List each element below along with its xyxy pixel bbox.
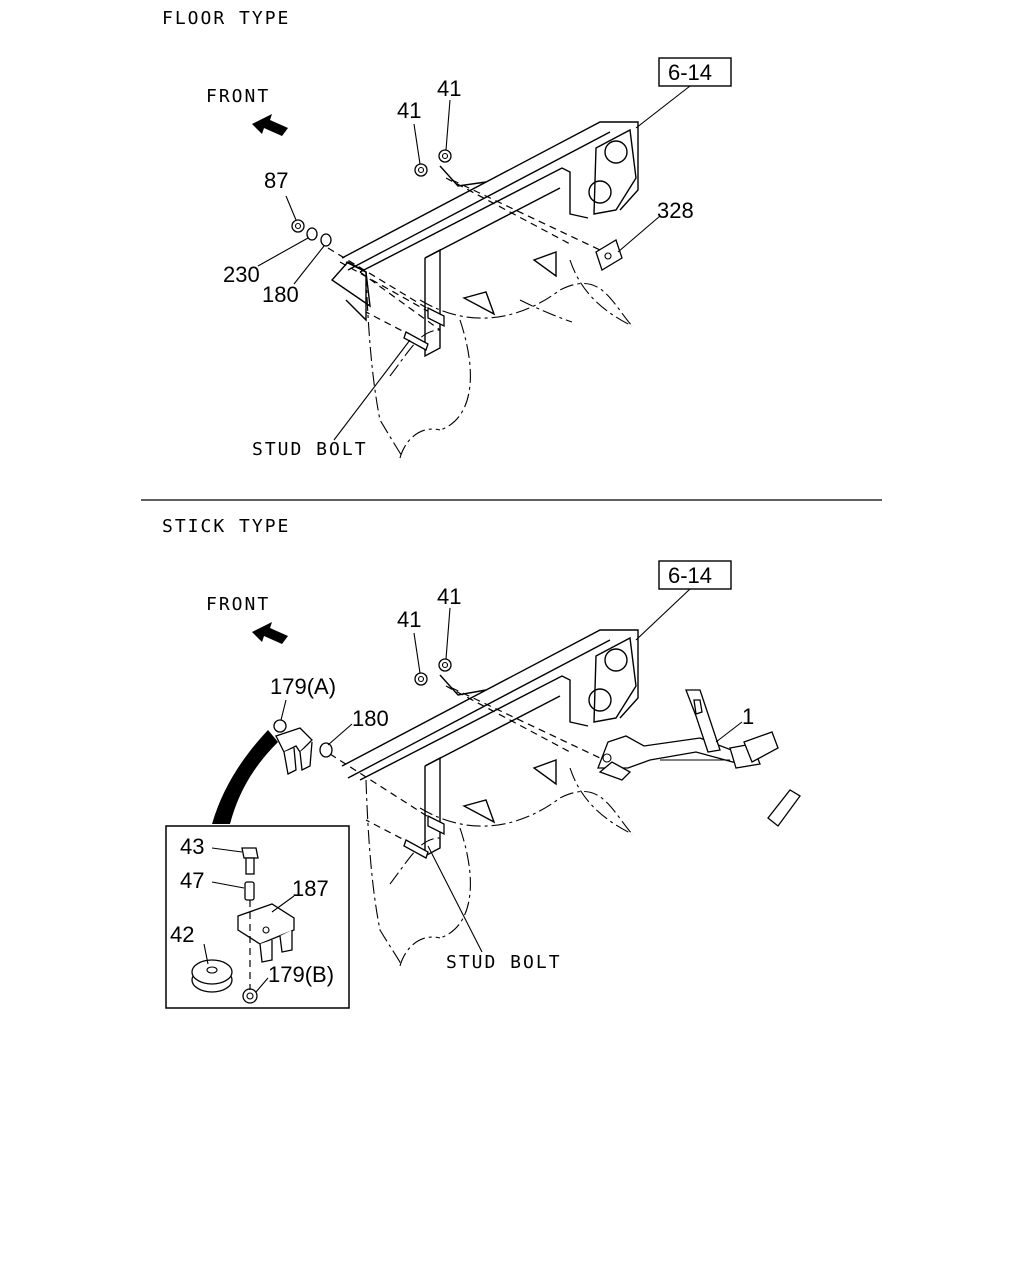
front-arrow-icon (252, 622, 288, 644)
stick-type-title: STICK TYPE (162, 516, 290, 537)
frame-outline (330, 121, 639, 358)
callout-230: 230 (223, 262, 260, 287)
reference-box (658, 560, 732, 590)
part-nut-41a (414, 672, 428, 686)
detail-arrow-icon (212, 730, 278, 824)
part-nut-179b (242, 988, 258, 1004)
part-washer-180 (319, 742, 333, 758)
stud-bolt-label: STUD BOLT (446, 952, 562, 973)
callout-41: 41 (437, 76, 461, 101)
part-stud-bolt (403, 814, 445, 859)
stud-bolt-label: STUD BOLT (252, 439, 368, 460)
callout-328: 328 (657, 198, 694, 223)
reference-box-label: 6-14 (668, 563, 712, 588)
part-nut-41b (438, 149, 452, 163)
bracket-41 (439, 674, 487, 696)
front-label: FRONT (206, 86, 270, 107)
frame-outline (341, 629, 639, 858)
callout-41: 41 (397, 607, 421, 632)
assembly-lines (329, 685, 601, 845)
reference-leader (635, 85, 691, 129)
part-bolt-43 (241, 847, 259, 875)
stick-type-section: STICK TYPE FRONT 6-14 (162, 516, 801, 1009)
callout-187: 187 (292, 876, 329, 901)
part-bracket-179a (273, 719, 313, 775)
part-collar-47 (244, 881, 255, 901)
part-nut-41a (414, 163, 428, 177)
detail-inset: 43 47 187 42 179(B) (165, 825, 350, 1009)
assembly-lines (327, 177, 601, 337)
part-bracket-187 (237, 903, 295, 963)
stick-callouts: 41 41 179(A) 180 1 (270, 584, 754, 746)
callout-47: 47 (180, 868, 204, 893)
callout-42: 42 (170, 922, 194, 947)
part-nut-87 (291, 219, 305, 233)
part-bracket-328 (595, 239, 623, 271)
callout-1: 1 (742, 704, 754, 729)
bracket-41 (439, 165, 487, 187)
callout-41: 41 (437, 584, 461, 609)
callout-180: 180 (352, 706, 389, 731)
reference-box (658, 57, 732, 87)
part-nut-41b (438, 658, 452, 672)
stud-bolt-leader (333, 339, 411, 441)
floor-callouts: 41 41 87 230 180 328 (223, 76, 694, 307)
floor-type-section: FLOOR TYPE FRONT 6-14 (162, 8, 732, 460)
frame-hidden-lines (365, 767, 633, 967)
frame-hidden-lines (365, 259, 633, 459)
callout-87: 87 (264, 168, 288, 193)
part-stud-bolt (403, 306, 445, 351)
part-stick-lever-1 (597, 689, 801, 827)
front-label: FRONT (206, 594, 270, 615)
part-washer-180 (320, 233, 332, 247)
reference-box-label: 6-14 (668, 60, 712, 85)
part-mount-42 (191, 959, 233, 993)
callout-179b: 179(B) (268, 962, 334, 987)
reference-leader (635, 588, 691, 641)
part-washer-230 (306, 227, 318, 241)
front-arrow-icon (252, 114, 288, 136)
stud-bolt-leader (427, 845, 483, 953)
callout-41: 41 (397, 98, 421, 123)
callout-180: 180 (262, 282, 299, 307)
callout-179a: 179(A) (270, 674, 336, 699)
floor-type-title: FLOOR TYPE (162, 8, 290, 29)
callout-43: 43 (180, 834, 204, 859)
